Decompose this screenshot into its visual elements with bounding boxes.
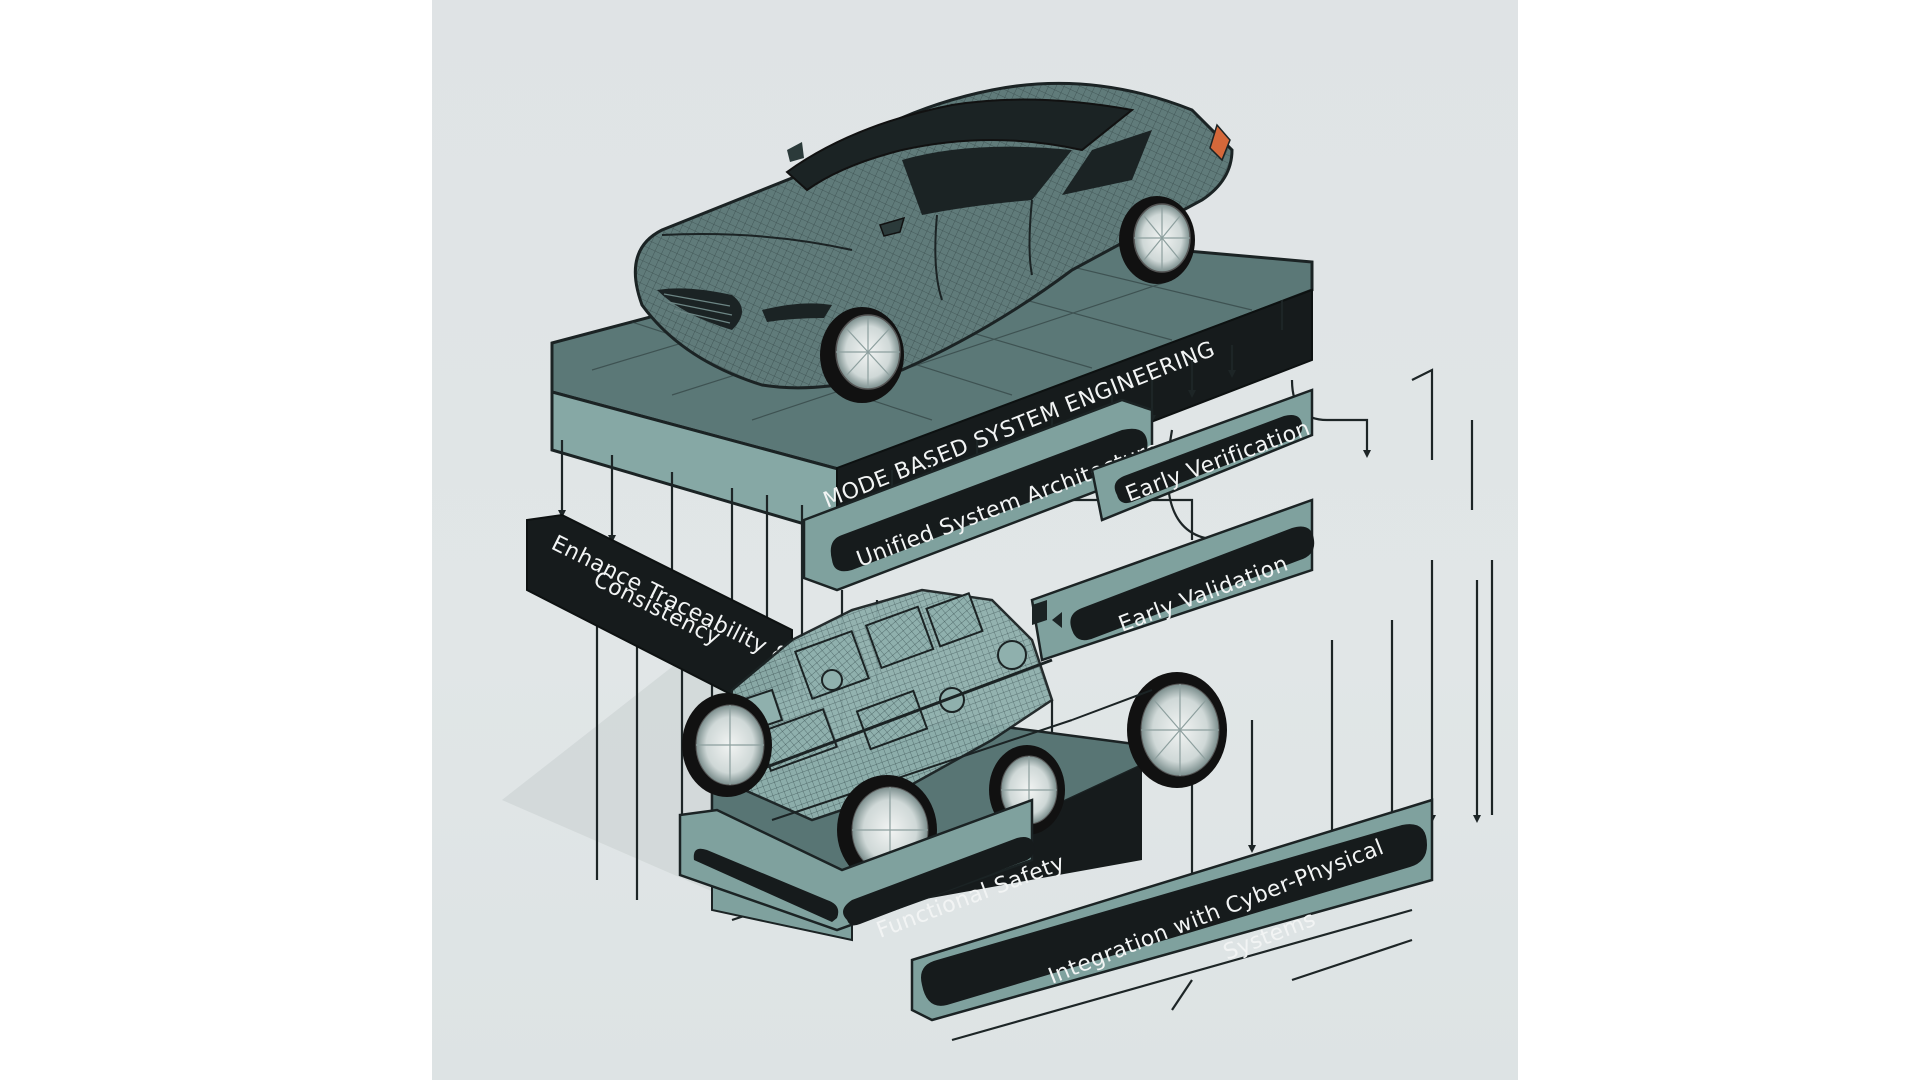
early-validation-box [1030, 498, 1315, 662]
mbse-diagram: MODE BASED SYSTEM ENGINEERING [502, 81, 1494, 1042]
chassis-illustration [682, 588, 1227, 885]
diagram-canvas: MODE BASED SYSTEM ENGINEERING [432, 0, 1518, 1080]
functional-safety-box [678, 798, 1035, 932]
early-verification-box [1090, 388, 1314, 522]
car-illustration [633, 81, 1234, 403]
integration-box [910, 798, 1434, 1022]
